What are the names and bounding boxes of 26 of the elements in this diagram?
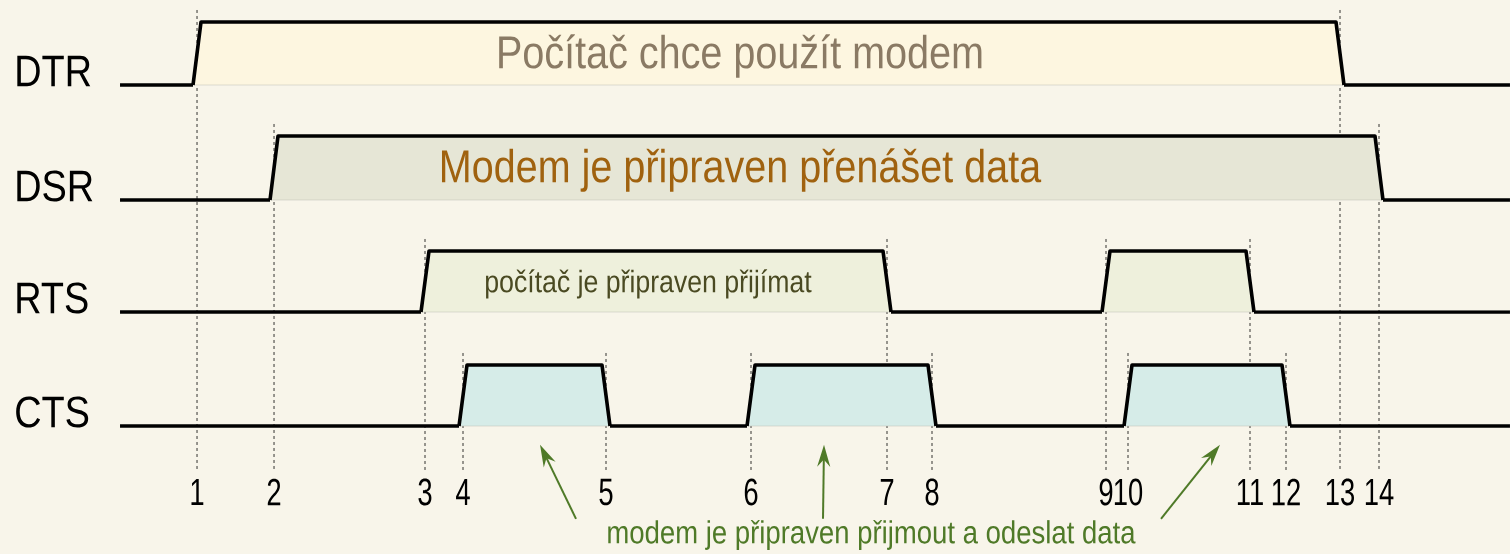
time-number: 10	[1114, 478, 1143, 506]
signal-pulse	[1122, 363, 1292, 427]
time-number: 1	[191, 478, 204, 506]
time-number: 7	[880, 478, 894, 506]
time-number: 9	[1099, 478, 1113, 506]
time-number: 13	[1326, 478, 1354, 506]
time-number: 4	[456, 478, 470, 506]
time-number: 11	[1237, 478, 1263, 506]
time-number: 8	[925, 478, 939, 506]
signal-pulse: Modem je připraven přenášet data	[268, 134, 1385, 201]
signal-name: DSR	[17, 170, 93, 202]
signal-name: CTS	[16, 396, 89, 428]
time-number: 2	[267, 478, 281, 506]
signal-name: RTS	[17, 282, 88, 314]
time-number: 14	[1365, 478, 1394, 506]
time-number: 12	[1272, 478, 1300, 506]
time-number: 3	[418, 478, 432, 506]
signal-pulse: Počítač chce použít modem	[191, 20, 1346, 86]
signal-pulse: počítač je připraven přijímat	[419, 249, 893, 313]
time-number: 5	[599, 478, 613, 506]
signal-pulse	[745, 363, 938, 427]
time-number: 6	[744, 478, 758, 506]
annotation-text: modem je připraven přijmout a odeslat data	[608, 520, 1136, 550]
signal-pulse	[457, 363, 612, 427]
signal-pulse	[1100, 249, 1256, 313]
signal-name: DTR	[17, 55, 91, 87]
